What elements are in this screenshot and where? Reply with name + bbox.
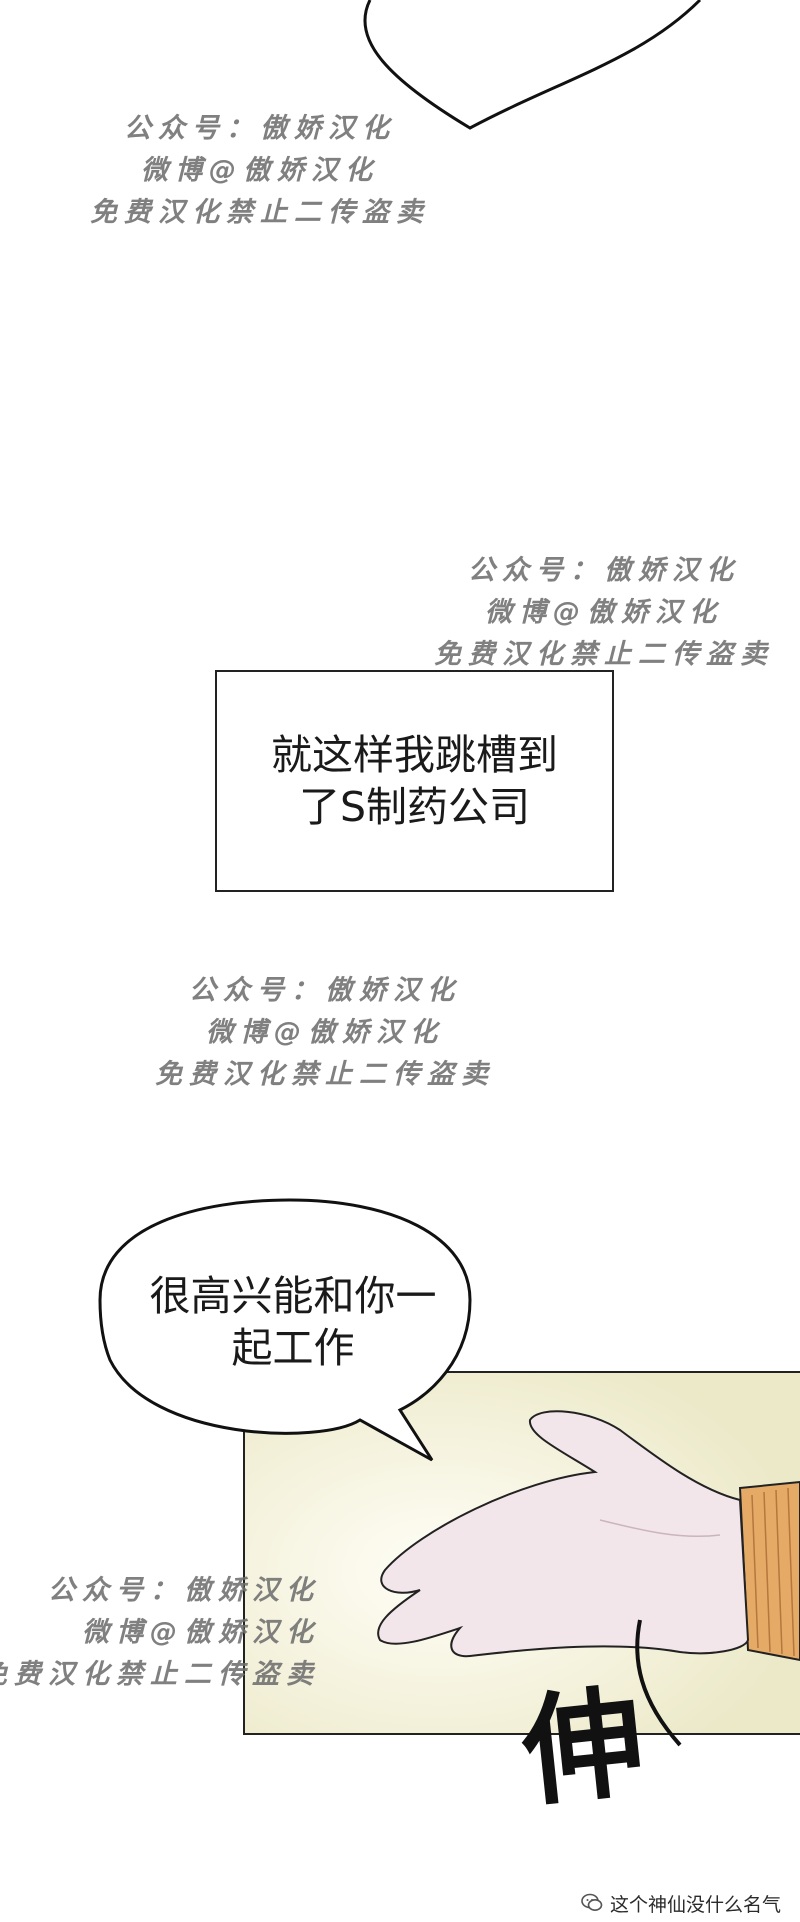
narration-box: 就这样我跳槽到 了S制药公司	[215, 670, 614, 892]
watermark-line-1: 公众号：傲娇汉化	[124, 113, 396, 144]
wechat-icon	[581, 1893, 603, 1911]
watermark-3: 公众号：傲娇汉化 微博@傲娇汉化 免费汉化禁止二传盗卖	[105, 970, 545, 1096]
narration-line-1: 就这样我跳槽到	[271, 731, 558, 779]
watermark-4: 公众号：傲娇汉化 微博@傲娇汉化 免费汉化禁止二传盗卖	[0, 1570, 320, 1696]
watermark-line-2: 微博@傲娇汉化	[82, 1617, 320, 1648]
speech-line-1: 很高兴能和你一	[149, 1272, 437, 1320]
account-name: 这个神仙没什么名气	[610, 1893, 782, 1916]
speech-bubble	[98, 1198, 472, 1462]
sound-effect: 伸	[516, 1671, 651, 1824]
watermark-line-3: 免费汉化禁止二传盗卖	[434, 639, 774, 670]
top-bubble-fragment	[363, 0, 702, 130]
watermark-2: 公众号：傲娇汉化 微博@傲娇汉化 免费汉化禁止二传盗卖	[384, 550, 800, 676]
watermark-1: 公众号：傲娇汉化 微博@傲娇汉化 免费汉化禁止二传盗卖	[40, 108, 480, 234]
watermark-line-1: 公众号：傲娇汉化	[468, 555, 740, 586]
watermark-line-2: 微博@傲娇汉化	[485, 597, 723, 628]
speech-bubble-text: 很高兴能和你一 起工作	[118, 1270, 468, 1374]
watermark-line-3: 免费汉化禁止二传盗卖	[0, 1659, 320, 1690]
watermark-line-3: 免费汉化禁止二传盗卖	[155, 1059, 495, 1090]
watermark-line-2: 微博@傲娇汉化	[141, 155, 379, 186]
watermark-line-1: 公众号：傲娇汉化	[48, 1575, 320, 1606]
speech-line-2: 起工作	[231, 1324, 355, 1372]
watermark-line-3: 免费汉化禁止二传盗卖	[90, 197, 430, 228]
watermark-line-1: 公众号：傲娇汉化	[189, 975, 461, 1006]
watermark-line-2: 微博@傲娇汉化	[206, 1017, 444, 1048]
account-credit: 这个神仙没什么名气	[580, 1888, 781, 1918]
narration-line-2: 了S制药公司	[298, 783, 531, 831]
hand	[377, 1410, 750, 1658]
